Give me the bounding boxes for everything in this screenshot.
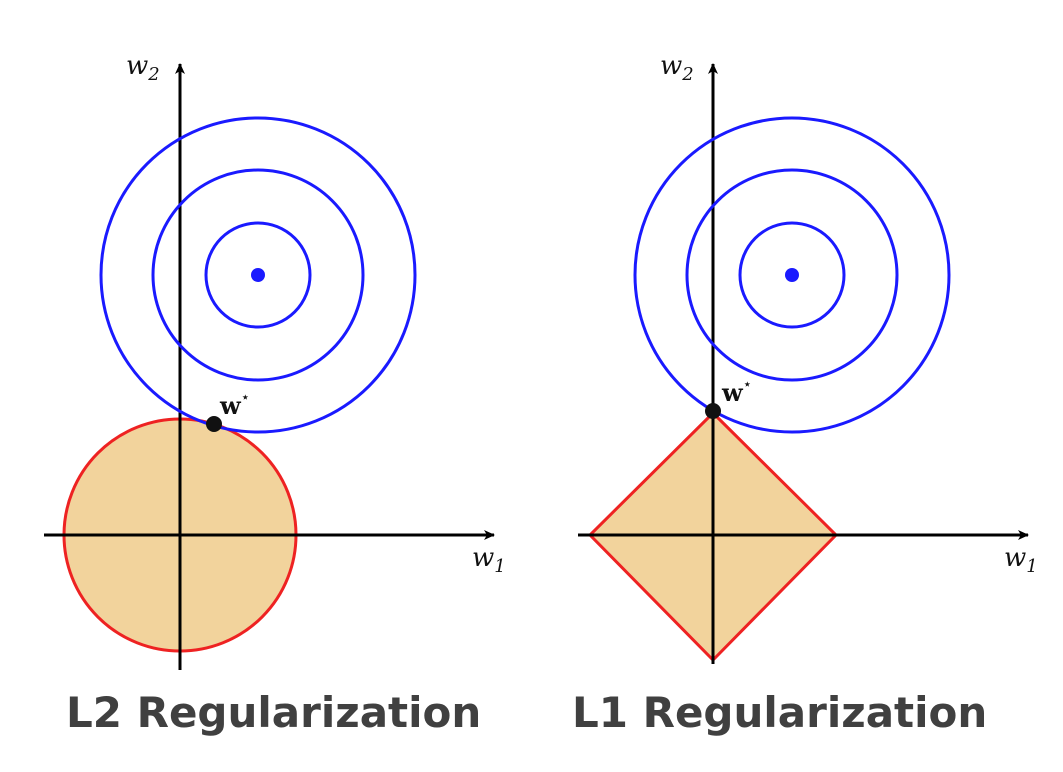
l1-w2-label: w2	[660, 51, 694, 85]
l1-solution-label: w⋆	[721, 375, 752, 407]
l2-w2-label: w2	[126, 51, 160, 85]
l1-loss-minimum-point	[785, 268, 799, 282]
l1-loss-contour-middle	[685, 168, 899, 382]
l2-panel: w1 w2 w⋆	[44, 51, 506, 670]
l2-solution-point	[206, 416, 222, 432]
l1-caption: L1 Regularization	[572, 688, 988, 737]
l1-solution-point	[705, 403, 721, 419]
l2-loss-contour-inner	[204, 221, 312, 329]
l2-caption: L2 Regularization	[66, 688, 482, 737]
l2-loss-contour-middle	[151, 168, 365, 382]
l1-loss-contour-outer	[633, 116, 951, 434]
l2-loss-minimum-point	[251, 268, 265, 282]
l1-loss-contour-inner	[738, 221, 846, 329]
l1-w1-label: w1	[1004, 543, 1038, 577]
l2-solution-label: w⋆	[219, 388, 250, 420]
l2-loss-contour-outer	[99, 116, 417, 434]
l1-panel: w1 w2 w⋆	[578, 51, 1038, 664]
l2-w1-label: w1	[472, 543, 506, 577]
